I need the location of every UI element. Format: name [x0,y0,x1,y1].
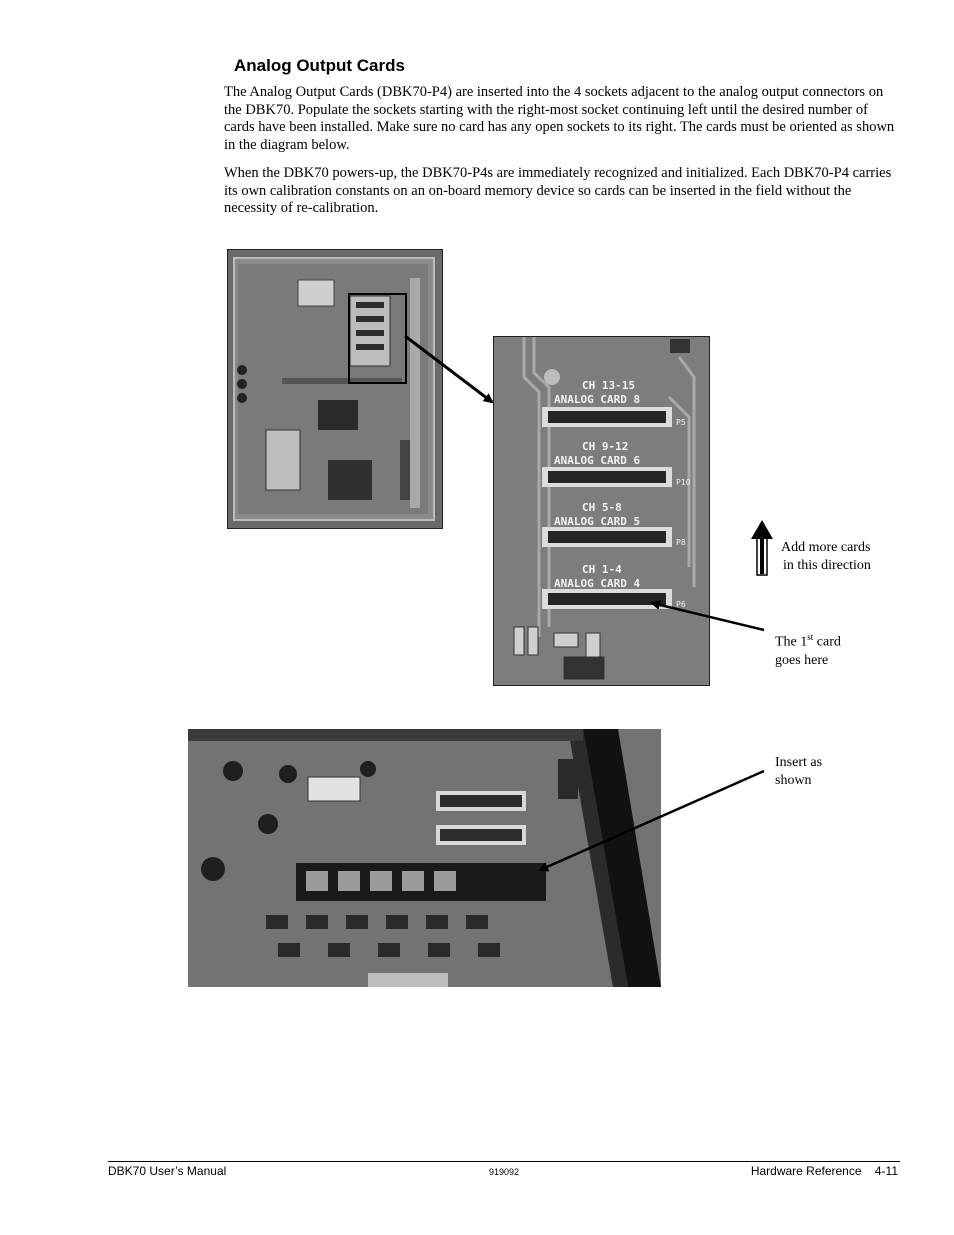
first-card-caption-line1: The 1st card [775,628,841,652]
silkscreen-card-2: ANALOG CARD 5 [554,515,640,528]
footer-center: 919092 [489,1167,520,1177]
direction-caption: Add more cards in this direction [781,539,871,575]
insert-caption: Insert as shown [775,754,822,790]
silkscreen-card-0: ANALOG CARD 8 [554,393,640,406]
first-card-arrow [650,600,765,632]
socket-closeup-photo: CH 13-15 ANALOG CARD 8 CH 9-12 ANALOG CA… [493,336,710,686]
section-title: Analog Output Cards [234,56,405,75]
silkscreen-ref-3: P6 [676,600,686,609]
silkscreen-ref-1: P10 [676,478,691,487]
silkscreen-card-3: ANALOG CARD 4 [554,577,640,590]
silkscreen-ch-2: CH 5-8 [582,501,622,514]
silkscreen-ch-1: CH 9-12 [582,440,628,453]
up-direction-arrow [751,520,773,576]
silkscreen-ref-0: P5 [676,418,686,427]
first-card-prefix: The 1 [775,634,808,650]
card-inserted-photo [188,729,661,987]
board-overview-graphic [228,250,442,528]
silkscreen-ref-2: P8 [676,538,686,547]
card-inserted-graphic [188,729,661,987]
silkscreen-ch-3: CH 1-4 [582,563,622,576]
insert-arrow [538,769,765,872]
direction-caption-line1: Add more cards [781,540,871,555]
insert-caption-line2: shown [775,773,812,788]
socket-closeup-graphic: CH 13-15 ANALOG CARD 8 CH 9-12 ANALOG CA… [494,337,709,685]
silkscreen-card-1: ANALOG CARD 6 [554,454,640,467]
first-card-caption: The 1st card goes here [775,628,841,670]
footer-left: DBK70 User’s Manual [108,1164,227,1178]
footer-right: Hardware Reference 4-11 [750,1164,898,1178]
board-overview-photo [227,249,443,529]
body-paragraph-2: When the DBK70 powers-up, the DBK70-P4s … [224,165,892,216]
first-card-sup: st [807,632,814,642]
body-paragraph-1: The Analog Output Cards (DBK70-P4) are i… [224,84,895,153]
first-card-suffix: card [813,634,841,650]
silkscreen-ch-0: CH 13-15 [582,379,635,392]
footer-rule [108,1161,900,1162]
insert-caption-line1: Insert as [775,755,823,770]
direction-caption-line2: in this direction [783,558,871,573]
zoom-arrow [404,334,494,404]
first-card-caption-line2: goes here [775,652,829,668]
